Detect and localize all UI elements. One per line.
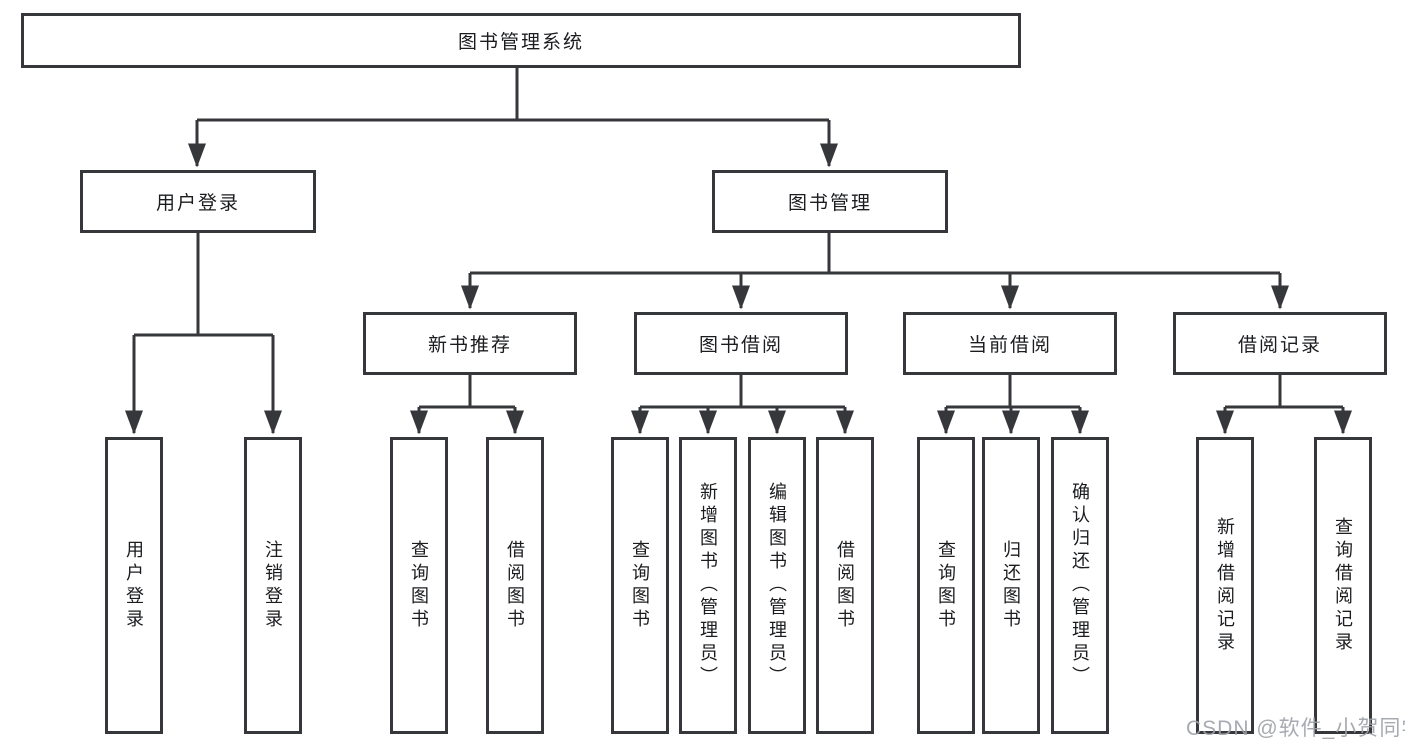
leaf-recommend-borrow-books: 借阅图书	[486, 437, 544, 734]
csdn-watermark: CSDN @软件_小贺同学	[1186, 717, 1405, 740]
leaf-confirm-return-admin: 确认归还（管理员）	[1051, 437, 1109, 734]
leaf-borrow-books: 借阅图书	[816, 437, 874, 734]
leaf-logout: 注销登录	[244, 437, 302, 734]
node-book-borrow: 图书借阅	[634, 312, 848, 375]
node-current-borrow: 当前借阅	[903, 312, 1117, 375]
leaf-edit-books-admin: 编辑图书（管理员）	[748, 437, 806, 734]
leaf-return-books: 归还图书	[982, 437, 1040, 734]
node-root: 图书管理系统	[21, 13, 1021, 68]
leaf-borrow-query-books: 查询图书	[611, 437, 669, 734]
node-book-management: 图书管理	[712, 170, 948, 233]
node-borrow-records: 借阅记录	[1173, 312, 1387, 375]
node-user-login: 用户登录	[80, 170, 316, 233]
leaf-user-login: 用户登录	[105, 437, 163, 734]
leaf-recommend-query-books: 查询图书	[390, 437, 448, 734]
leaf-add-borrow-record: 新增借阅记录	[1196, 437, 1254, 734]
leaf-current-query-books: 查询图书	[917, 437, 975, 734]
leaf-add-books-admin: 新增图书（管理员）	[679, 437, 737, 734]
leaf-query-borrow-record: 查询借阅记录	[1314, 437, 1372, 734]
node-new-book-recommend: 新书推荐	[363, 312, 577, 375]
